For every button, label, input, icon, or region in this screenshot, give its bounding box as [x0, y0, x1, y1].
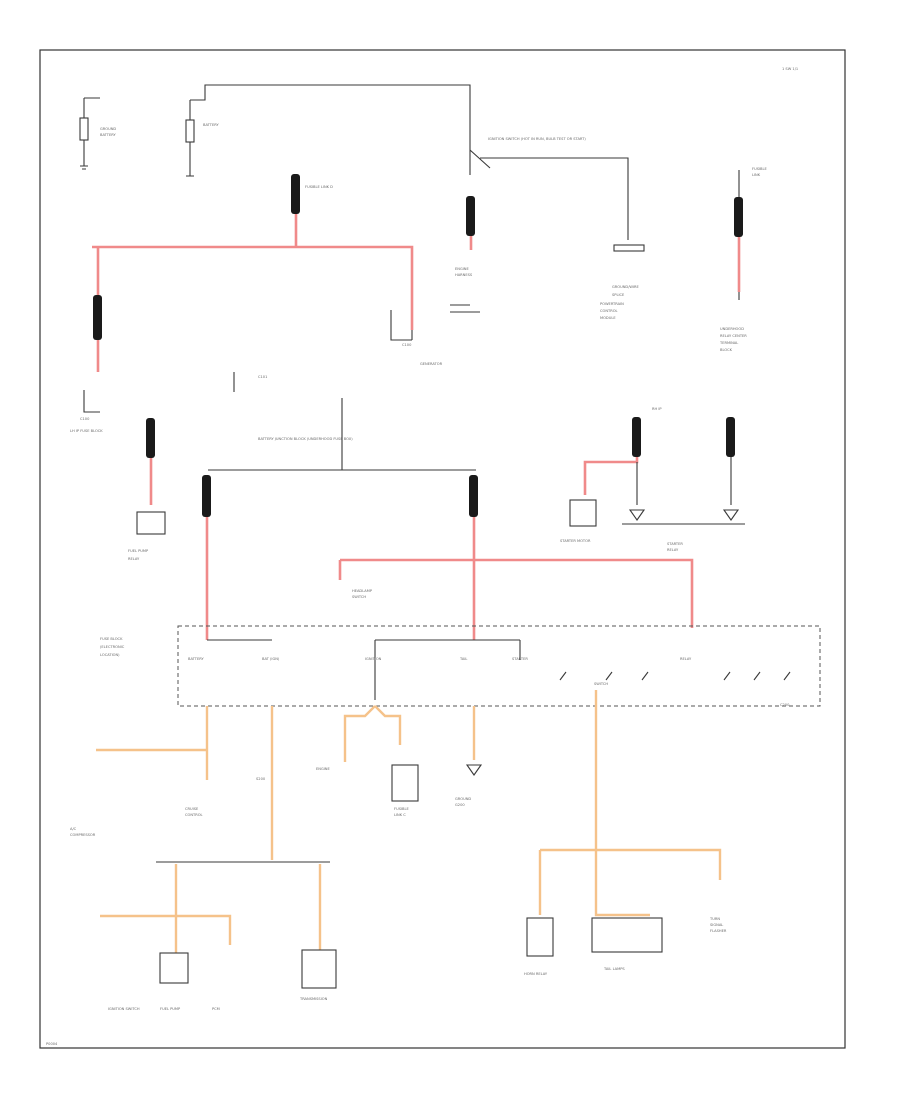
- connector-block: [613, 244, 645, 252]
- svg-text:BAT (IGN): BAT (IGN): [262, 657, 280, 661]
- fuse-block-box: [177, 625, 821, 707]
- generator-label: GENERATOR: [420, 362, 443, 366]
- ground-label-lower: G200: [455, 803, 465, 807]
- svg-text:MODULE: MODULE: [600, 316, 616, 320]
- red-wire-main-top: [92, 214, 414, 372]
- ignition-switch-label: IGNITION SWITCH (HOT IN RUN, BULB TEST O…: [488, 137, 586, 141]
- fusible-link-8: [632, 417, 641, 457]
- svg-text:RELAY: RELAY: [680, 657, 692, 661]
- top-battery-circuit: GROUND BATTERY BATTERY IGNITION SWITCH (…: [79, 84, 645, 297]
- svg-text:FUSIBLE: FUSIBLE: [752, 167, 768, 171]
- svg-text:SWITCH: SWITCH: [594, 682, 608, 686]
- component-horn: [526, 917, 554, 957]
- svg-text:SIGNAL: SIGNAL: [710, 923, 723, 927]
- svg-text:IGNITION: IGNITION: [365, 657, 382, 661]
- component-box-right: [569, 499, 597, 527]
- footer-code-text: P0004: [46, 1042, 58, 1046]
- svg-text:GROUND: GROUND: [100, 127, 116, 131]
- svg-text:GROUND/WIRE: GROUND/WIRE: [612, 285, 640, 289]
- fusible-link-4: [93, 295, 102, 340]
- ground-strap-component: [79, 117, 89, 141]
- bottom-label-horn: HORN RELAY: [524, 972, 548, 976]
- svg-text:RELAY: RELAY: [128, 557, 140, 561]
- battery-junction-label: BATTERY JUNCTION BLOCK (UNDERHOOD FUSE B…: [258, 437, 353, 441]
- svg-text:COMPRESSOR: COMPRESSOR: [70, 833, 96, 837]
- bottom-label-fuel-pump: FUEL PUMP: [160, 1007, 181, 1011]
- svg-text:FUEL PUMP: FUEL PUMP: [128, 549, 149, 553]
- fusible-link-9: [726, 417, 735, 457]
- svg-text:POWERTRAIN: POWERTRAIN: [600, 302, 624, 306]
- svg-text:SWITCH: SWITCH: [352, 595, 366, 599]
- svg-text:(ELECTRONIC: (ELECTRONIC: [100, 645, 125, 649]
- component-lamp: [591, 917, 663, 953]
- svg-text:UNDERHOOD: UNDERHOOD: [720, 327, 744, 331]
- svg-text:CONTROL: CONTROL: [600, 309, 618, 313]
- starter-label: STARTER MOTOR: [560, 539, 591, 543]
- svg-text:RELAY: RELAY: [667, 548, 679, 552]
- lh-ip-label: LH IP FUSE BLOCK: [70, 429, 103, 433]
- fusible-link-6: [202, 475, 211, 517]
- svg-text:SPLICE: SPLICE: [612, 293, 625, 297]
- component-relay: [391, 764, 419, 802]
- bottom-label-transmission: TRANSMISSION: [299, 997, 328, 1001]
- component-transmission: [301, 949, 337, 989]
- svg-text:TERMINAL: TERMINAL: [719, 341, 738, 345]
- svg-text:STARTER: STARTER: [512, 657, 528, 661]
- svg-text:FLASHER: FLASHER: [710, 929, 727, 933]
- fuse-block-label: FUSE BLOCK: [100, 637, 123, 641]
- svg-text:HARNESS: HARNESS: [455, 273, 473, 277]
- splice-label: S200: [256, 777, 266, 781]
- svg-text:LOCATION): LOCATION): [100, 653, 120, 657]
- diagram-frame: [39, 49, 846, 1049]
- svg-text:RELAY CENTER: RELAY CENTER: [720, 334, 747, 338]
- svg-text:LINK C: LINK C: [394, 813, 406, 817]
- bottom-label-ignition: IGNITION SWITCH: [108, 1007, 140, 1011]
- svg-text:C101: C101: [258, 375, 267, 379]
- svg-text:CONTROL: CONTROL: [185, 813, 203, 817]
- svg-text:BATTERY: BATTERY: [188, 657, 205, 661]
- red-wire-right-feed: [338, 517, 694, 640]
- svg-text:C200: C200: [780, 703, 790, 707]
- svg-text:BATTERY: BATTERY: [100, 133, 117, 137]
- svg-text:CRUISE: CRUISE: [185, 807, 199, 811]
- lower-distribution: [96, 690, 722, 989]
- battery-component: [185, 119, 195, 143]
- svg-text:TURN: TURN: [709, 917, 720, 921]
- svg-text:RH IP: RH IP: [652, 407, 662, 411]
- diagram-id-text: 1 SW 1/1: [782, 67, 798, 71]
- svg-text:C100: C100: [80, 417, 90, 421]
- fusible-link-2: [466, 196, 475, 236]
- component-box-left: [136, 511, 166, 535]
- svg-text:ENGINE: ENGINE: [316, 767, 330, 771]
- svg-text:FUSIBLE: FUSIBLE: [394, 807, 410, 811]
- fuse-top-center-label: FUSIBLE LINK D: [305, 185, 333, 189]
- svg-text:ENGINE: ENGINE: [455, 267, 469, 271]
- svg-text:GROUND: GROUND: [455, 797, 471, 801]
- fusible-link-3: [734, 197, 743, 237]
- svg-text:TAIL: TAIL: [459, 657, 467, 661]
- battery-label: BATTERY: [203, 123, 220, 127]
- svg-text:LINK: LINK: [752, 173, 761, 177]
- svg-text:HEADLAMP: HEADLAMP: [352, 589, 373, 593]
- fusible-link-1: [291, 174, 300, 214]
- svg-text:A/C: A/C: [70, 827, 77, 831]
- svg-text:STARTER: STARTER: [667, 542, 683, 546]
- bottom-label-pcm: PCM: [212, 1007, 220, 1011]
- fusible-link-5: [146, 418, 155, 458]
- svg-text:BLOCK: BLOCK: [720, 348, 733, 352]
- bottom-label-tail-lamps: TAIL LAMPS: [603, 967, 625, 971]
- fusible-link-7: [469, 475, 478, 517]
- component-fuel-pump: [159, 952, 189, 984]
- svg-text:C100: C100: [402, 343, 412, 347]
